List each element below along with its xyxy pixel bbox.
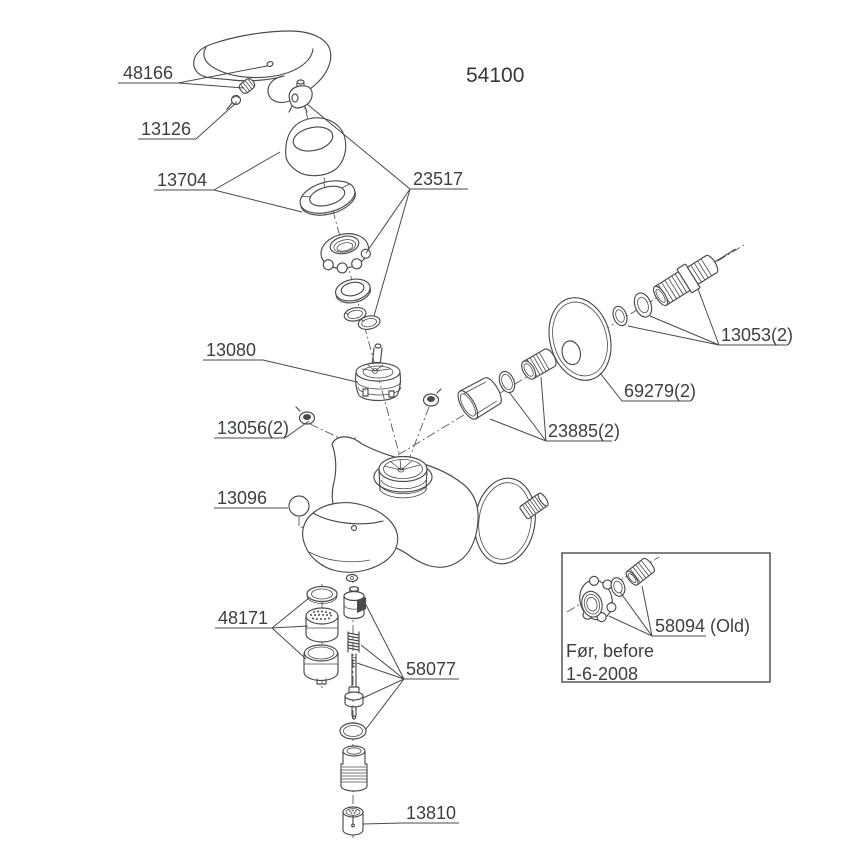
part-label-69279: 69279(2) xyxy=(624,381,696,401)
bottom-plug-drawing xyxy=(342,806,364,836)
aerator-mesh-dots xyxy=(310,610,332,620)
dome-cap-drawing xyxy=(285,117,347,177)
diverter-spring-drawing xyxy=(347,631,360,653)
part-label-13810: 13810 xyxy=(406,803,456,823)
part-label-58094-old: 58094 (Old) xyxy=(655,616,750,636)
part-label-13096: 13096 xyxy=(217,488,267,508)
inset-old-part-box xyxy=(561,552,771,683)
wall-escutcheon-on-body-drawing xyxy=(474,477,536,565)
spout-drawing xyxy=(302,502,399,573)
cartridge-drawing xyxy=(355,343,402,402)
inset-note-line2: 1-6-2008 xyxy=(566,664,638,684)
washer-small-drawing xyxy=(612,305,628,327)
leader-lines xyxy=(118,65,788,825)
aerator-insert-drawing xyxy=(305,607,339,643)
old-coupling-nut-drawing xyxy=(579,575,617,623)
index-screw-drawing xyxy=(226,94,242,110)
o-ring-right-drawing xyxy=(498,370,516,394)
spout-washer-drawing xyxy=(345,573,359,583)
escutcheon-drawing xyxy=(548,297,612,381)
part-label-48166: 48166 xyxy=(123,63,173,83)
old-washer-drawing xyxy=(610,577,626,597)
part-label-13704: 13704 xyxy=(157,170,207,190)
part-label-13053: 13053(2) xyxy=(721,325,793,345)
part-labels: 54100 48166 13126 13704 23517 13080 1305… xyxy=(123,63,793,823)
flanged-ring-drawing xyxy=(299,180,356,216)
part-label-13126: 13126 xyxy=(141,119,191,139)
old-threaded-plug-drawing xyxy=(625,557,655,586)
diverter-o-ring-drawing xyxy=(339,722,367,740)
part-label-58077: 58077 xyxy=(406,659,456,679)
diverter-valve-drawing xyxy=(343,586,366,620)
diagram-title: 54100 xyxy=(466,64,524,87)
body-top-port-drawing xyxy=(373,455,433,499)
body-threaded-stub-drawing xyxy=(519,492,549,520)
part-label-23517: 23517 xyxy=(413,169,463,189)
part-label-23885: 23885(2) xyxy=(548,421,620,441)
eccentric-connector-drawing xyxy=(653,248,736,307)
washer-large-drawing xyxy=(633,292,653,318)
part-label-48171: 48171 xyxy=(218,608,268,628)
bevel-ring-drawing xyxy=(334,278,371,304)
plug-button-drawing xyxy=(288,495,310,517)
inset-note-line1: Før, before xyxy=(566,641,654,661)
diverter-adapter-drawing xyxy=(340,745,368,792)
aerator-seal-drawing xyxy=(306,585,338,604)
handle-clamp-drawing xyxy=(288,79,313,113)
diverter-stem-drawing xyxy=(344,686,364,720)
handle-set-screw-drawing xyxy=(238,78,256,94)
part-label-13056: 13056(2) xyxy=(217,418,289,438)
grommet-right-drawing xyxy=(422,388,442,407)
aerator-housing-drawing xyxy=(303,644,339,685)
coupling-nut-drawing xyxy=(457,377,502,420)
part-label-13080: 13080 xyxy=(206,340,256,360)
grommet-left-drawing xyxy=(295,406,316,425)
knurled-nut-drawing xyxy=(320,233,371,274)
slotted-seal-rings-drawing xyxy=(343,307,381,330)
